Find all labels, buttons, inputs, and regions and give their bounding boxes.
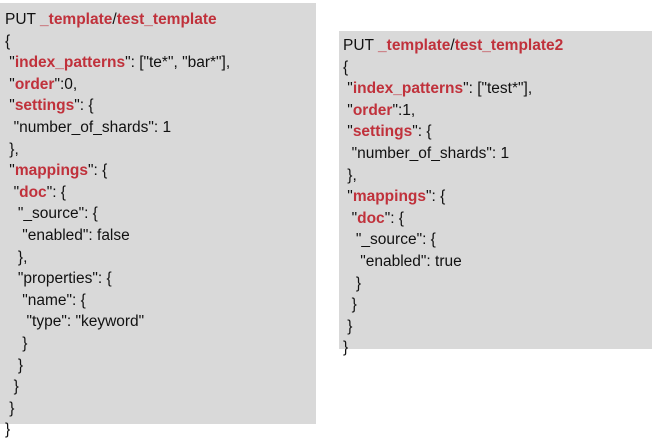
- code-text: },: [5, 140, 19, 158]
- code-key-highlight: order: [352, 101, 393, 119]
- code-line: }: [5, 419, 316, 441]
- code-text: ": [5, 97, 15, 115]
- code-text: ": {: [426, 188, 446, 206]
- code-text: "enabled": false: [5, 226, 130, 244]
- code-text: }: [343, 317, 353, 335]
- code-key-highlight: _template: [40, 11, 113, 28]
- code-line: }: [343, 337, 652, 359]
- code-line: },: [5, 139, 316, 161]
- code-line: "mappings": {: [5, 160, 316, 182]
- code-key-highlight: doc: [19, 183, 47, 201]
- code-text: ": [5, 183, 20, 201]
- code-text: ": [5, 54, 15, 72]
- code-text: ": {: [74, 97, 94, 115]
- code-text: PUT: [343, 37, 379, 54]
- code-line: "index_patterns": ["test*"],: [343, 78, 652, 100]
- code-key-highlight: mappings: [14, 162, 89, 180]
- code-line: "order":1,: [343, 100, 652, 122]
- code-key-highlight: index_patterns: [14, 54, 126, 72]
- code-text: ": {: [412, 123, 432, 141]
- code-line: "order":0,: [5, 74, 316, 96]
- code-text: },: [343, 166, 357, 184]
- code-line: "settings": {: [5, 95, 316, 117]
- code-line: {: [343, 57, 652, 79]
- code-line: "_source": {: [5, 203, 316, 225]
- code-text: }: [343, 296, 357, 314]
- code-text: "number_of_shards": 1: [343, 144, 510, 162]
- code-key-highlight: order: [14, 75, 55, 93]
- code-line: "doc": {: [343, 208, 652, 230]
- code-line: },: [343, 165, 652, 187]
- code-text: }: [343, 339, 349, 357]
- code-text: {: [5, 32, 11, 50]
- code-text: "enabled": true: [343, 252, 462, 270]
- code-key-highlight: settings: [14, 97, 75, 115]
- code-text: ": {: [384, 209, 404, 227]
- code-text: "type": "keyword": [5, 313, 145, 331]
- code-line: "index_patterns": ["te*", "bar*"],: [5, 52, 316, 74]
- code-line: "doc": {: [5, 182, 316, 204]
- code-line: "enabled": false: [5, 225, 316, 247]
- code-text: }: [343, 274, 362, 292]
- code-key-highlight: doc: [357, 209, 385, 227]
- code-text: /: [450, 37, 455, 54]
- code-text: }: [5, 421, 11, 439]
- code-text: "_source": {: [343, 231, 436, 249]
- code-line: "properties": {: [5, 268, 316, 290]
- code-text: ": [343, 101, 353, 119]
- code-text: ": [5, 162, 15, 180]
- code-line: "name": {: [5, 290, 316, 312]
- code-key-highlight: mappings: [352, 188, 427, 206]
- code-text: }: [5, 356, 24, 374]
- code-text: ": [5, 75, 15, 93]
- code-line: }: [343, 294, 652, 316]
- code-line: }: [343, 273, 652, 295]
- code-text: ": ["te*", "bar*"],: [125, 54, 231, 72]
- code-line: "number_of_shards": 1: [5, 117, 316, 139]
- code-text: /: [112, 11, 117, 28]
- code-line: }: [5, 355, 316, 377]
- code-text: ": [343, 123, 353, 141]
- code-text: "_source": {: [5, 205, 98, 223]
- code-text: }: [5, 378, 19, 396]
- code-line: {: [5, 31, 316, 53]
- code-text: }: [5, 334, 28, 352]
- code-line: "mappings": {: [343, 186, 652, 208]
- code-text: ": {: [88, 162, 108, 180]
- code-line: }: [5, 376, 316, 398]
- code-text: ": [343, 188, 353, 206]
- code-text: "name": {: [5, 291, 86, 309]
- code-line: PUT _template/test_template2: [343, 35, 652, 57]
- code-text: ": [343, 80, 353, 98]
- code-key-highlight: settings: [352, 123, 413, 141]
- code-line: "type": "keyword": [5, 311, 316, 333]
- code-block-test-template: PUT _template/test_template{ "index_patt…: [0, 3, 316, 438]
- code-text: PUT: [5, 11, 41, 28]
- code-block-test-template2: PUT _template/test_template2{ "index_pat…: [339, 31, 652, 356]
- code-key-highlight: test_template: [116, 11, 217, 28]
- code-text: }: [5, 399, 15, 417]
- code-text: ": {: [46, 183, 66, 201]
- code-text: "properties": {: [5, 270, 112, 288]
- code-text: ":0,: [54, 75, 78, 93]
- code-line: }: [5, 333, 316, 355]
- code-line: "enabled": true: [343, 251, 652, 273]
- code-line: PUT _template/test_template: [5, 9, 316, 31]
- code-key-highlight: test_template2: [454, 37, 564, 54]
- code-text: "number_of_shards": 1: [5, 118, 172, 136]
- code-text: ":1,: [392, 101, 416, 119]
- code-text: },: [5, 248, 28, 266]
- code-line: },: [5, 247, 316, 269]
- code-line: "settings": {: [343, 121, 652, 143]
- code-line: "_source": {: [343, 229, 652, 251]
- code-line: }: [5, 398, 316, 420]
- code-line: }: [343, 316, 652, 338]
- code-key-highlight: _template: [378, 37, 451, 54]
- code-line: "number_of_shards": 1: [343, 143, 652, 165]
- code-key-highlight: index_patterns: [352, 80, 464, 98]
- code-text: {: [343, 58, 349, 76]
- code-text: ": ["test*"],: [463, 80, 533, 98]
- code-text: ": [343, 209, 358, 227]
